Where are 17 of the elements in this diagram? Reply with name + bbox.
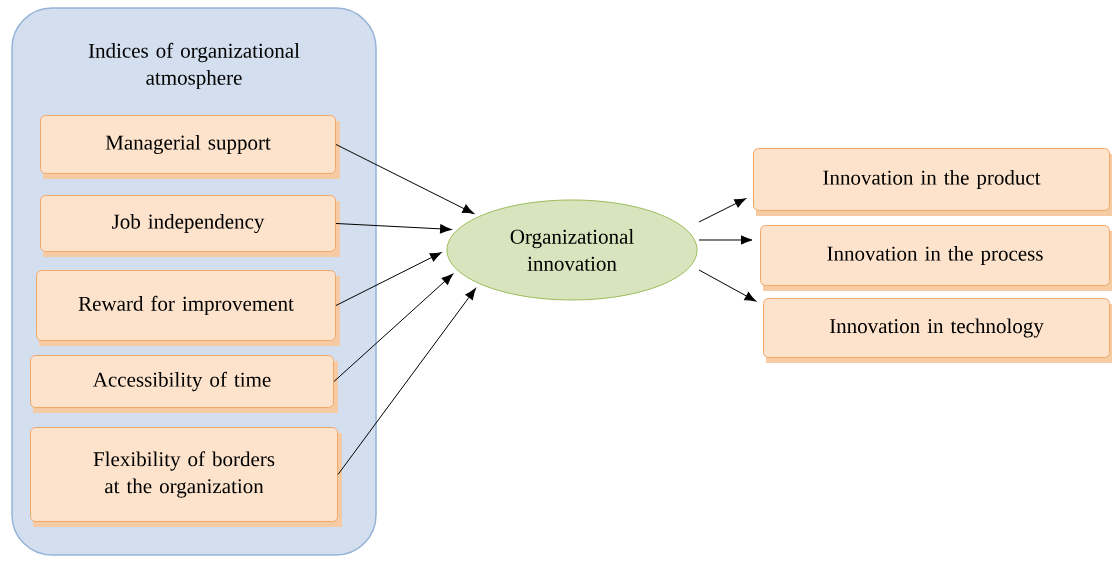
process-box: Accessibility of time xyxy=(30,355,338,413)
process-box: Innovation in the process xyxy=(760,225,1112,291)
process-box: Managerial support xyxy=(40,115,340,179)
arrow xyxy=(698,198,747,223)
arrow xyxy=(335,144,475,214)
arrow xyxy=(337,288,476,475)
process-box: Job independency xyxy=(40,195,340,257)
arrow xyxy=(333,273,454,382)
process-box: Innovation in technology xyxy=(763,298,1112,363)
arrow xyxy=(335,252,442,306)
arrow xyxy=(698,235,753,245)
process-box: Innovation in the product xyxy=(753,148,1112,216)
arrow xyxy=(335,223,452,234)
arrow xyxy=(698,269,757,302)
process-box: Flexibility of borders at the organization xyxy=(30,427,342,527)
process-box: Reward for improvement xyxy=(36,270,340,346)
ellipse-node: Organizational innovation xyxy=(446,199,698,301)
